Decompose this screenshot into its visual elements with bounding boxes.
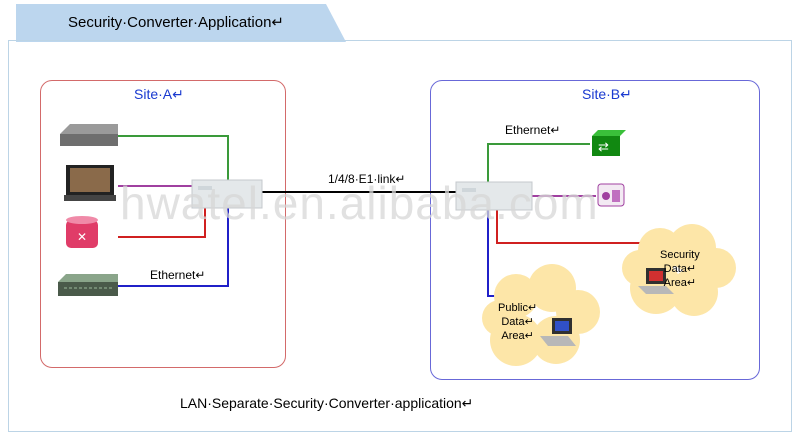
phone-icon [597,183,625,207]
site-b-label: Site·B↵ [582,86,632,102]
wire-green-b [487,143,590,188]
svg-text:⇄: ⇄ [598,139,609,154]
green-switch-icon: ⇄ [592,130,626,156]
public-cloud-line2: Data↵ [501,316,534,328]
diagram-caption: LAN·Separate·Security·Converter·applicat… [180,395,474,411]
public-cloud [482,264,600,366]
site-a-ethernet-label: Ethernet↵ [150,268,206,282]
site-a-label: Site·A↵ [134,86,184,102]
wire-blue-a [118,206,229,287]
page-title: Security·Converter·Application↵ [68,14,284,31]
red-router-icon: ✕ [66,216,98,248]
site-b-box [430,80,760,380]
video-terminal-icon [64,165,116,201]
network-switch-icon [58,274,118,296]
public-cloud-line1: Public↵ [498,302,538,314]
security-cloud-line3: Area↵ [663,277,697,289]
security-cloud [622,224,736,316]
security-cloud-line2: Data↵ [663,263,697,275]
converter-a-icon [191,179,263,209]
public-cloud-label: Public↵ Data↵ Area↵ [498,301,537,343]
router-device-icon [60,124,118,146]
public-cloud-line3: Area↵ [501,330,534,342]
title-tab [16,4,346,42]
svg-text:✕: ✕ [77,230,87,244]
e1-link-label: 1/4/8·E1·link↵ [328,172,406,186]
wire-red-a [118,206,206,238]
site-a-box [40,80,286,368]
watermark: hwatel.en.alibaba.com [120,177,599,229]
converter-b-icon [455,181,533,211]
wire-green-a [118,135,229,186]
security-cloud-line1: Security [660,249,700,261]
security-cloud-label: Security Data↵ Area↵ [660,248,700,290]
security-computer-icon [638,268,674,294]
diagram-frame [8,40,792,432]
site-b-ethernet-label: Ethernet↵ [505,123,561,137]
public-computer-icon [540,318,576,346]
